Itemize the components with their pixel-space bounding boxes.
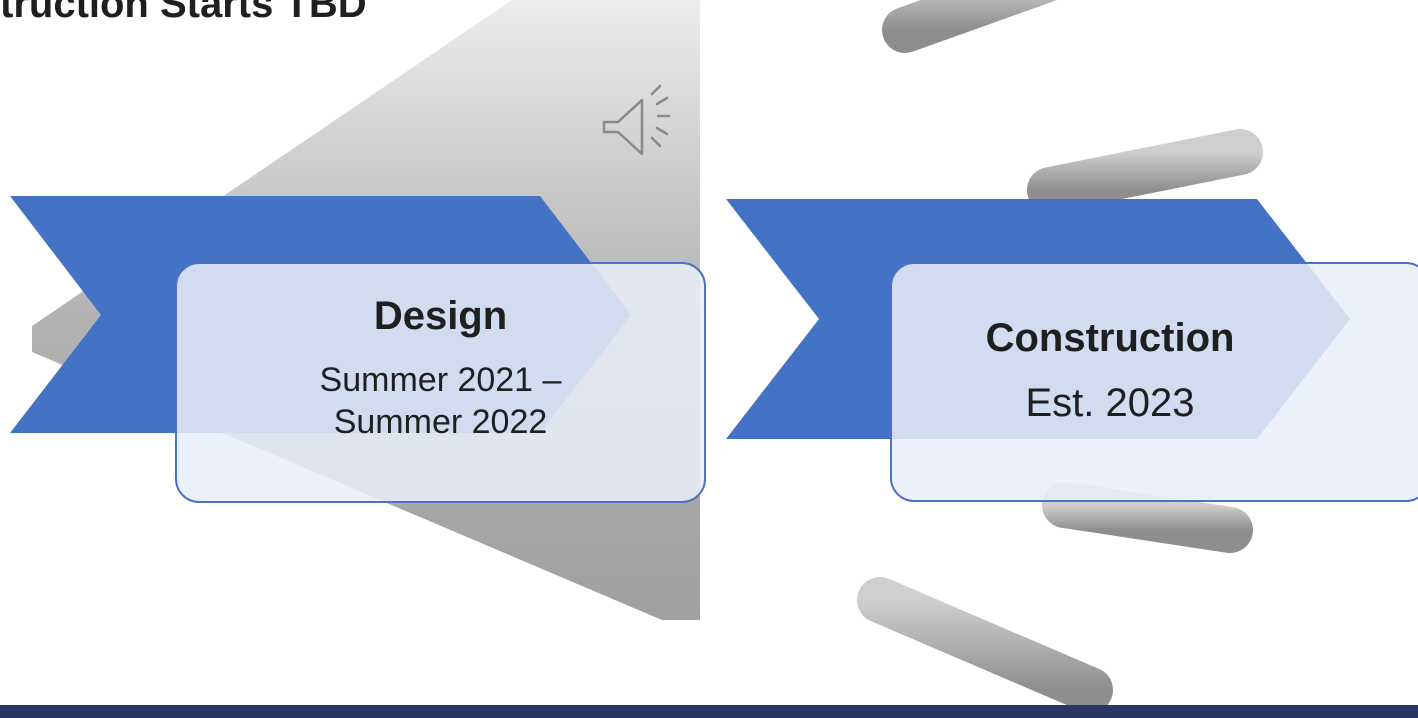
step-construction-title: Construction [985,316,1235,360]
step-design-date-end: Summer 2022 [333,403,548,441]
step-design-title: Design [373,294,508,338]
step-construction-date: Est. 2023 [1025,381,1195,425]
footer-bar [0,705,1418,718]
step-construction-box: Construction Est. 2023 [890,262,1418,502]
step-design-date: Summer 2021 – Summer 2022 [177,359,704,443]
title-prefix: truction Starts [0,0,285,26]
background-wave-bars [848,0,1272,718]
title-emphasis: TBD [284,0,367,26]
step-design-box: Design Summer 2021 – Summer 2022 [175,262,706,503]
step-design-date-start: Summer 2021 – [319,361,562,399]
slide-title: truction Starts TBD [0,0,367,27]
speaker-icon[interactable] [602,84,671,156]
